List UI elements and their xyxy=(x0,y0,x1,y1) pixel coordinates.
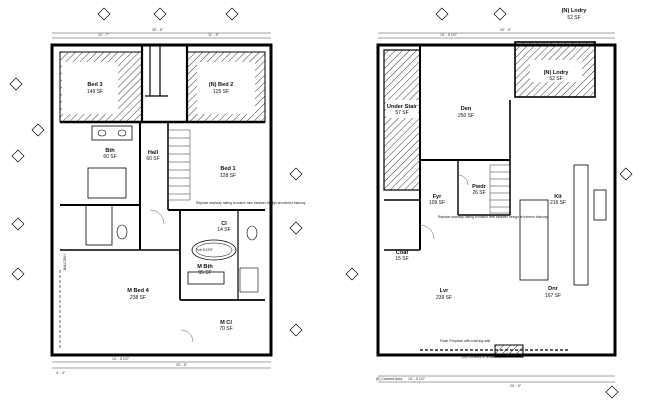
section-marker-icon xyxy=(289,167,303,181)
right-top-dim-1: 14' - 5 1/2" xyxy=(440,33,458,37)
section-marker-icon xyxy=(605,385,619,399)
left-bottom-dim-1: 4' - 4" xyxy=(56,371,66,375)
chimney-note: (N) Chimney to remain xyxy=(462,355,496,359)
covered-area-note: (E) Covered Area xyxy=(376,377,402,381)
section-marker-icon xyxy=(11,217,25,231)
room-area-mbth: 95 SF xyxy=(198,270,211,276)
toilet-icon xyxy=(116,224,128,240)
sink-icon xyxy=(97,129,107,137)
fireplace-icon xyxy=(494,344,524,358)
room-label-lndry: (N) Lndry xyxy=(544,70,570,76)
toilet-icon xyxy=(246,225,258,241)
fireplace-note: Flush Fireplace with exist'ing wall xyxy=(440,339,490,343)
room-area-lndry: 52 SF xyxy=(549,76,562,82)
room-label-bth: Bth xyxy=(105,148,115,154)
section-marker-icon xyxy=(11,149,25,163)
room-label-den: Den xyxy=(461,106,472,112)
section-markers xyxy=(9,7,633,399)
left-floor-plan: 12' - 7" 30' - 5" 11' - 5" 4' - 4" 14' -… xyxy=(50,28,306,375)
section-marker-icon xyxy=(289,221,303,235)
room-label-cl: Cl xyxy=(221,221,227,227)
room-label-kit: Kit xyxy=(554,194,562,200)
room-area-mbed4: 238 SF xyxy=(130,295,146,301)
tub-note: Tub 5'X3'5" xyxy=(196,248,214,252)
section-marker-icon xyxy=(9,77,23,91)
room-area-mcl: 70 SF xyxy=(219,326,232,332)
room-area-bed1: 128 SF xyxy=(220,173,236,179)
section-marker-icon xyxy=(435,7,449,21)
room-area-pwdr: 26 SF xyxy=(472,190,485,196)
section-marker-icon xyxy=(289,323,303,337)
room-label-coat: Coat xyxy=(396,250,409,256)
tub-icon xyxy=(87,167,127,199)
room-area-cl: 14 SF xyxy=(217,227,230,233)
right-railing-note: Replace stairway railing to match new ba… xyxy=(438,215,548,219)
room-area-dnr: 167 SF xyxy=(545,293,561,299)
bth-vanity xyxy=(91,125,133,141)
room-label-hall: Hall xyxy=(148,150,159,156)
room-label-mcl: M Cl xyxy=(220,320,232,326)
room-label-pwdr: Pwdr xyxy=(472,184,486,190)
tub-oval-icon xyxy=(191,239,237,261)
left-bottom-dim-2: 14' - 5 1/2" xyxy=(112,357,130,361)
section-marker-icon xyxy=(31,123,45,137)
room-label-fyr: Fyr xyxy=(433,194,443,200)
room-area-coat: 15 SF xyxy=(395,256,408,262)
left-stairs xyxy=(167,129,191,201)
room-area-bed2: 125 SF xyxy=(213,89,229,95)
balcony-label: BALCONY xyxy=(63,253,67,270)
room-label-lvr: Lvr xyxy=(440,288,450,294)
shower-icon xyxy=(239,267,259,293)
room-area-hall: 60 SF xyxy=(146,156,159,162)
room-area-lvr: 239 SF xyxy=(436,295,452,301)
right-top-dim-2: 20' - 5" xyxy=(500,28,512,32)
door-swing xyxy=(419,224,435,240)
right-bottom-dim-2: 20' - 5" xyxy=(510,384,522,388)
left-exterior-wall xyxy=(50,43,273,357)
kitchen-island xyxy=(519,199,549,281)
room-area-under-stair: 57 SF xyxy=(395,110,408,116)
room-label-mbed4: M Bed 4 xyxy=(127,288,149,294)
room-area-fyr: 109 SF xyxy=(429,200,445,206)
room-label-bed1: Bed 1 xyxy=(220,166,235,172)
right-bottom-dim-1: 14' - 5 1/2" xyxy=(408,377,426,381)
right-plan-title-area: 52 SF xyxy=(567,15,580,21)
section-marker-icon xyxy=(345,267,359,281)
room-label-dnr: Dnr xyxy=(548,286,558,292)
section-marker-icon xyxy=(97,7,111,21)
section-marker-icon xyxy=(493,7,507,21)
room-label-mbth: M Bth xyxy=(197,264,213,270)
section-marker-icon xyxy=(225,7,239,21)
room-label-bed2: (N) Bed 2 xyxy=(209,82,234,88)
room-label-bed3: Bed 3 xyxy=(87,82,102,88)
left-bottom-dim-3: 20' - 5" xyxy=(176,363,188,367)
section-marker-icon xyxy=(153,7,167,21)
left-top-dim-3: 11' - 5" xyxy=(208,33,220,37)
mbth-vanity xyxy=(187,271,225,285)
door-swing xyxy=(457,174,469,186)
right-stairs xyxy=(489,164,511,214)
right-floor-plan: 14' - 5 1/2" 20' - 5" 14' - 5 1/2" 20' -… xyxy=(376,8,617,388)
room-area-bth: 60 SF xyxy=(103,154,116,160)
room-area-den: 250 SF xyxy=(458,113,474,119)
left-top-dim-2: 30' - 5" xyxy=(152,28,164,32)
room-area-kit: 216 SF xyxy=(550,200,566,206)
left-top-dim-1: 12' - 7" xyxy=(98,33,110,37)
left-railing-note: Replace stairway railing to match new ba… xyxy=(196,201,306,205)
section-marker-icon xyxy=(11,267,25,281)
section-marker-icon xyxy=(619,167,633,181)
under-stair-hatch xyxy=(383,49,421,191)
room-label-under-stair: Under Stair xyxy=(387,104,418,110)
door-swing xyxy=(180,329,194,343)
fridge-icon xyxy=(593,189,607,221)
kitchen-counter xyxy=(573,164,589,286)
room-area-bed3: 149 SF xyxy=(87,89,103,95)
sink-icon xyxy=(117,129,127,137)
door-swing xyxy=(149,209,165,225)
right-plan-title: (N) Lndry xyxy=(562,8,588,14)
shower-icon xyxy=(85,204,113,246)
